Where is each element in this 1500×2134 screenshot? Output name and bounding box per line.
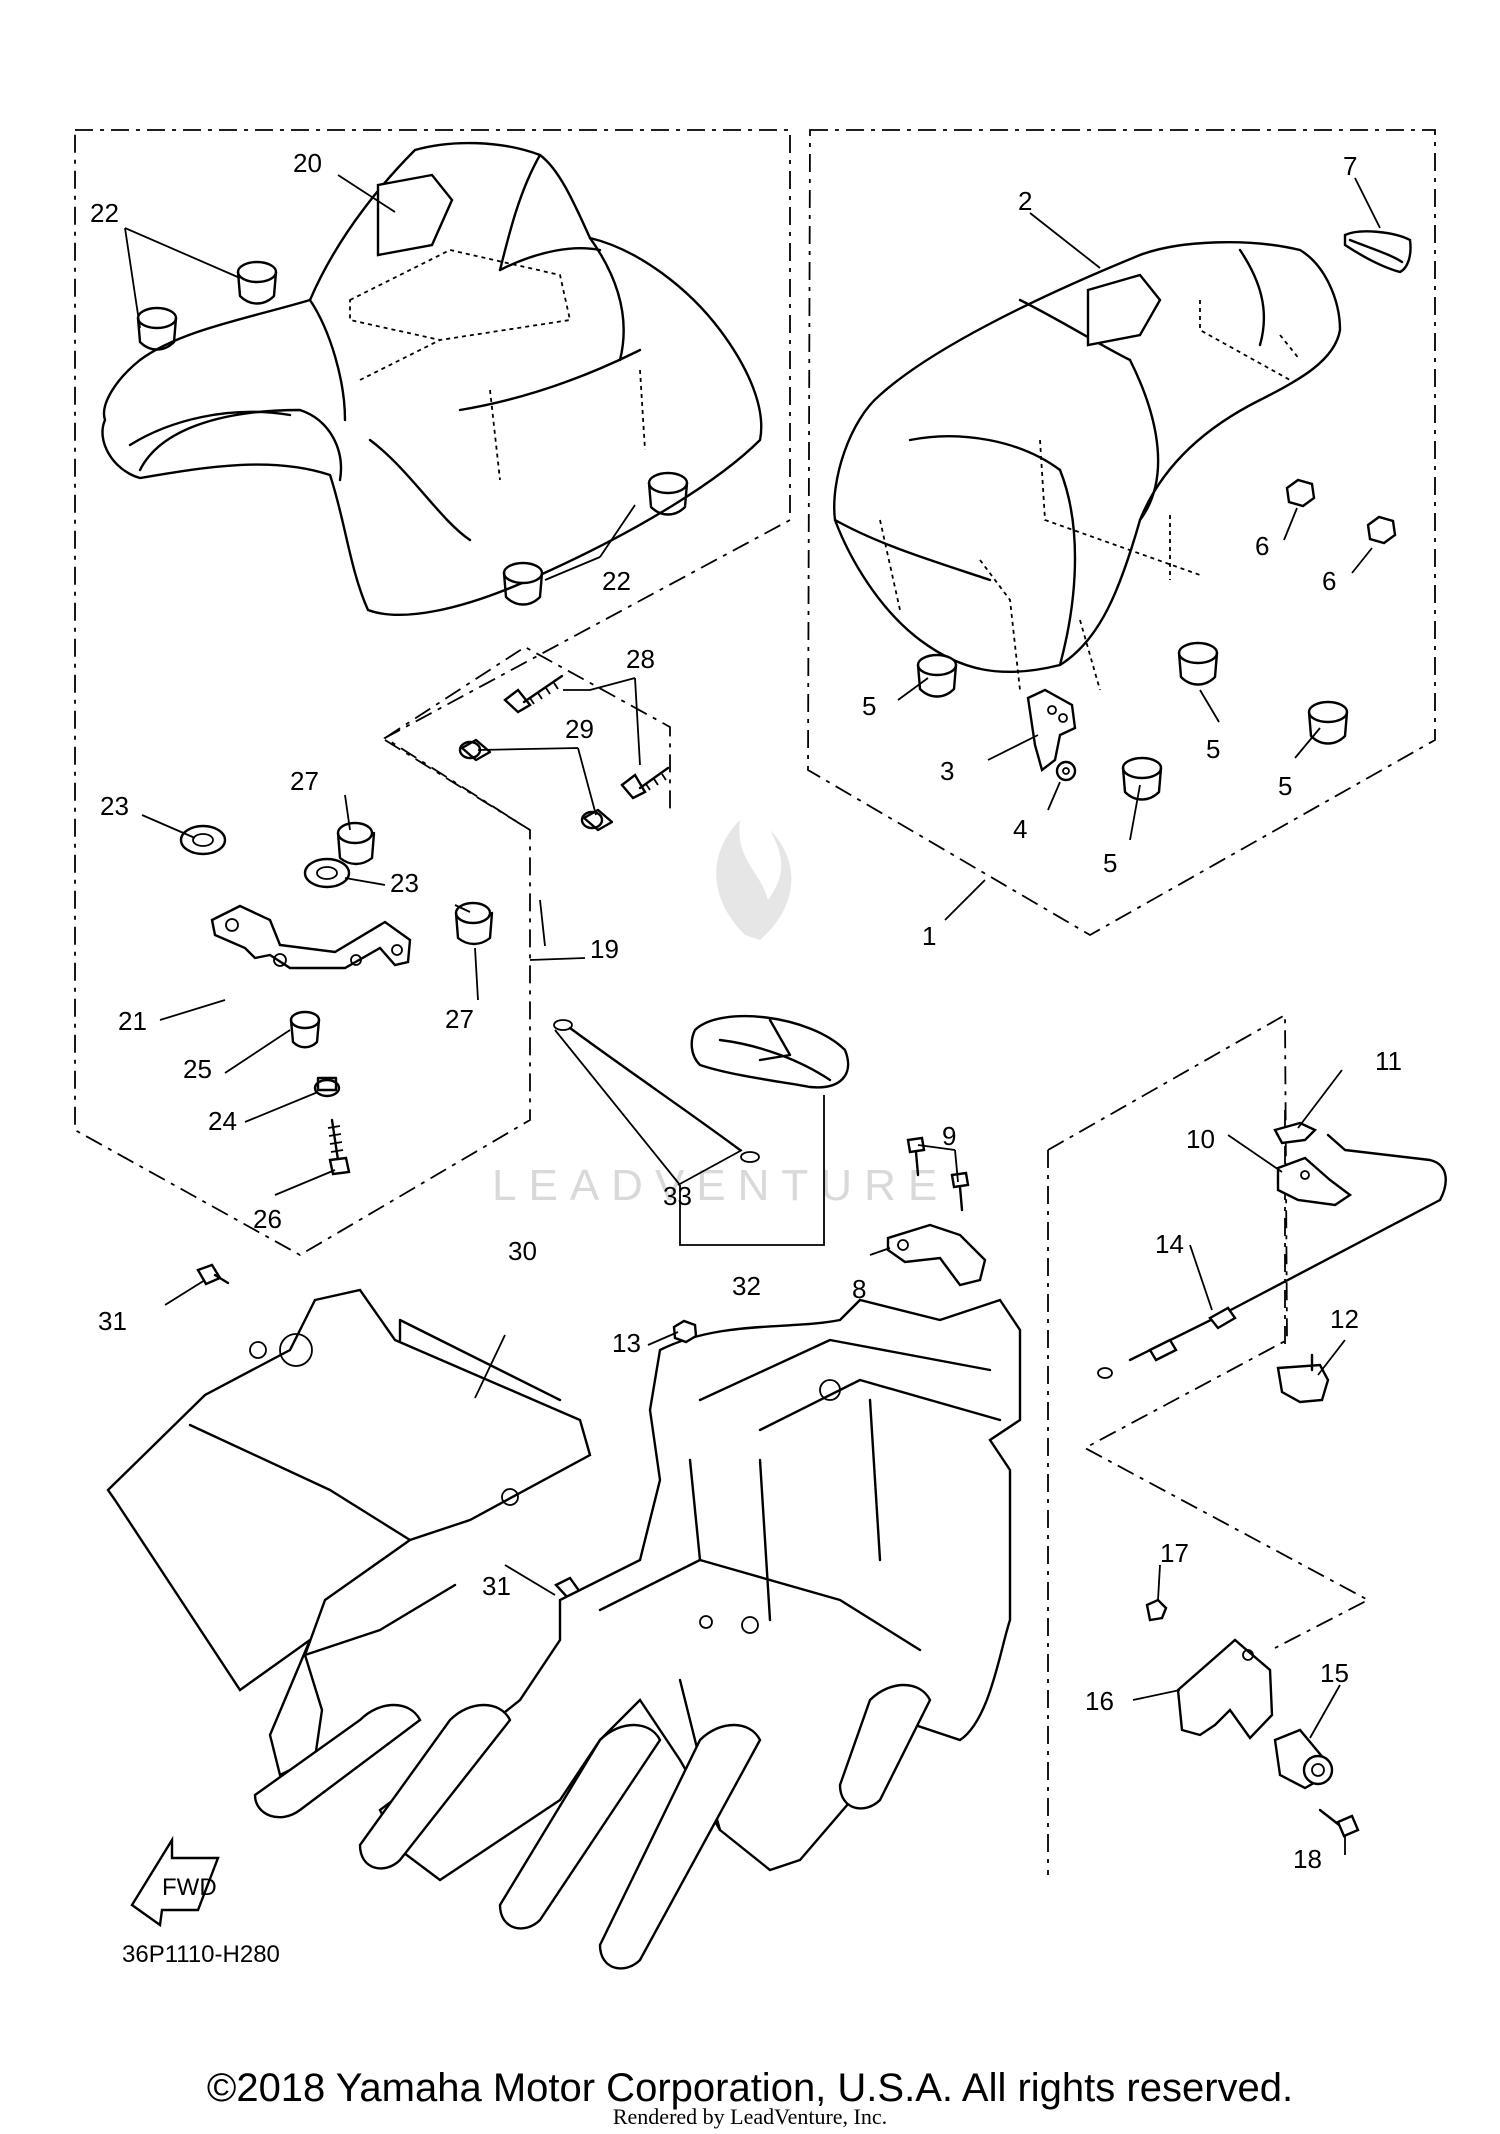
lock-bracket-16: [1176, 1638, 1274, 1740]
callout-23-left: 23: [100, 791, 129, 821]
rider-seat: [101, 141, 763, 616]
subgroup-19-outline: [384, 645, 671, 831]
bolt-28: [503, 674, 670, 800]
copyright-notice: ©2018 Yamaha Motor Corporation, U.S.A. A…: [206, 2066, 1294, 2110]
hook-8: [886, 1223, 987, 1287]
collar-4: [1055, 760, 1077, 782]
callout-5-left: 5: [862, 691, 876, 721]
callout-31-left: 31: [98, 1306, 127, 1336]
callout-5-mid: 5: [1206, 734, 1220, 764]
wire-33: [553, 1019, 760, 1163]
bolt-18: [1318, 1808, 1360, 1838]
callout-4: 4: [1013, 814, 1027, 844]
storage-strap: [690, 1014, 850, 1089]
callout-25: 25: [183, 1054, 212, 1084]
callout-8: 8: [852, 1274, 866, 1304]
callout-9: 9: [942, 1121, 956, 1151]
callout-30: 30: [508, 1236, 537, 1266]
callout-21: 21: [118, 1006, 147, 1036]
callout-labels: 20 22 22 2 7 6 6 5 5 5 5 3 4 1 28 29 27 …: [90, 148, 1402, 1874]
callout-1: 1: [922, 921, 936, 951]
bracket-21: [210, 904, 412, 970]
callout-31-right: 31: [482, 1571, 511, 1601]
callout-13: 13: [612, 1328, 641, 1358]
fwd-arrow-icon: FWD: [130, 1835, 220, 1928]
callout-6-right: 6: [1322, 566, 1336, 596]
grommet-23: [179, 824, 351, 889]
callout-32: 32: [732, 1271, 761, 1301]
callout-6-left: 6: [1255, 531, 1269, 561]
callout-20: 20: [293, 148, 322, 178]
lever-10: [1276, 1156, 1353, 1207]
callout-19: 19: [590, 934, 619, 964]
damper-22: [136, 260, 689, 606]
callout-24: 24: [208, 1106, 237, 1136]
nut-13: [672, 1319, 698, 1344]
plate-11: [1273, 1121, 1318, 1145]
frame-tubes: [253, 1683, 932, 1970]
watermark: LEADVENTURE: [492, 820, 949, 1210]
callout-22-top: 22: [90, 198, 119, 228]
seat-strap: [1343, 230, 1412, 274]
callout-27-top: 27: [290, 766, 319, 796]
callout-28: 28: [626, 644, 655, 674]
cable-14: [1097, 1133, 1447, 1379]
group-outline-right: [807, 129, 1436, 937]
bolt-26: [327, 1118, 351, 1176]
callout-14: 14: [1155, 1229, 1184, 1259]
bolt-17: [1145, 1598, 1168, 1622]
damper-5: [916, 641, 1349, 801]
callout-3: 3: [940, 756, 954, 786]
lock-15: [1273, 1728, 1334, 1790]
drawing-code: 36P1110-H280: [122, 1941, 280, 1968]
nut-6: [1285, 478, 1397, 545]
callout-27-bottom: 27: [445, 1004, 474, 1034]
callout-16: 16: [1085, 1686, 1114, 1716]
fwd-label: FWD: [162, 1874, 217, 1901]
callout-22-bottom: 22: [602, 566, 631, 596]
callout-2: 2: [1018, 186, 1032, 216]
callout-26: 26: [253, 1204, 282, 1234]
rendered-by: Rendered by LeadVenture, Inc.: [612, 2104, 888, 2129]
callout-29: 29: [565, 714, 594, 744]
watermark-text: LEADVENTURE: [492, 1161, 949, 1210]
callout-18: 18: [1293, 1844, 1322, 1874]
seat-lock-plate: [106, 1288, 592, 1777]
callout-5-bottom: 5: [1103, 848, 1117, 878]
callout-11: 11: [1375, 1046, 1402, 1076]
collar-29: [458, 738, 614, 832]
callout-10: 10: [1186, 1124, 1215, 1154]
damper-25: [289, 1010, 321, 1049]
leader-lines: [124, 174, 1381, 1855]
callout-15: 15: [1320, 1658, 1349, 1688]
callout-23-right: 23: [390, 868, 419, 898]
callout-5-right: 5: [1278, 771, 1292, 801]
group-outline-cable: [1047, 1013, 1370, 1875]
bracket-12: [1276, 1353, 1330, 1404]
damper-27: [336, 821, 494, 946]
collar-24: [313, 1076, 341, 1098]
passenger-seat: [833, 241, 1342, 691]
callout-12: 12: [1330, 1304, 1359, 1334]
callout-17: 17: [1160, 1538, 1189, 1568]
callout-33: 33: [663, 1181, 692, 1211]
bolt-9: [906, 1136, 970, 1212]
callout-7: 7: [1343, 151, 1357, 181]
bracket-3: [1026, 688, 1077, 773]
